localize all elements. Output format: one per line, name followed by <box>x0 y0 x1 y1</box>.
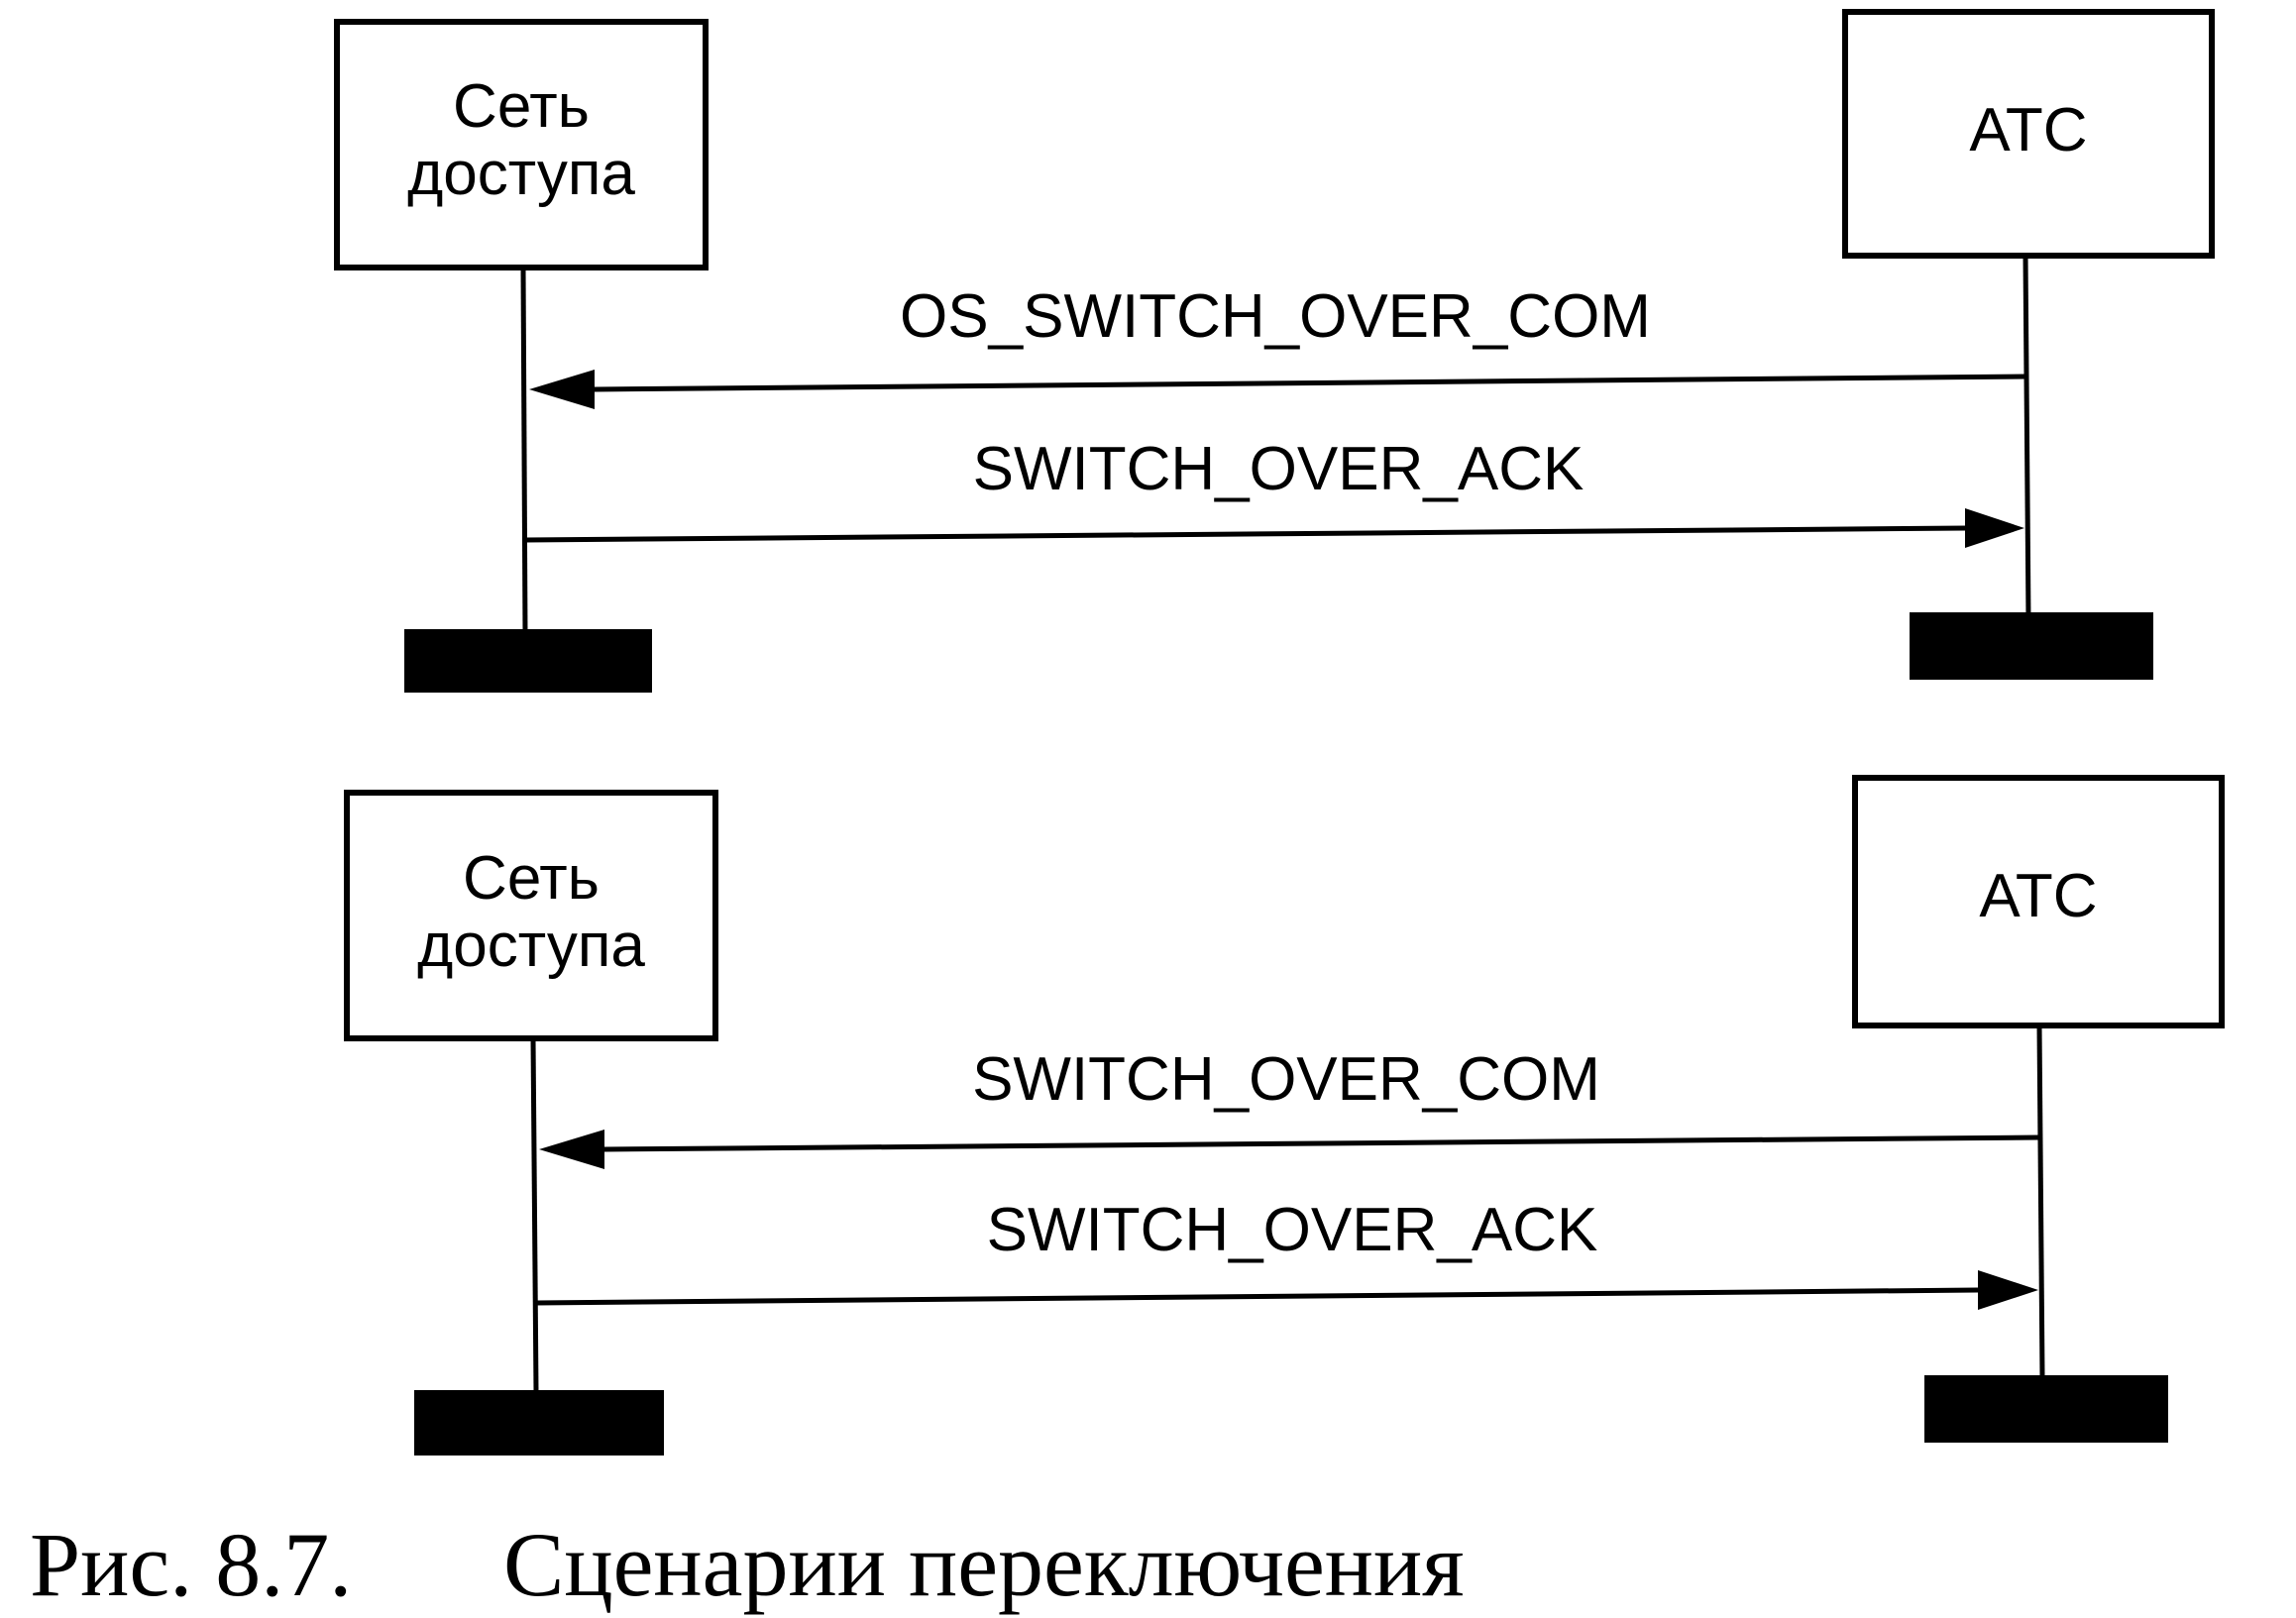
entity-atc-2: АТС <box>1852 775 2225 1028</box>
arrowhead-right <box>1965 508 2024 548</box>
lifeline-end-right <box>1910 612 2153 680</box>
sequence-diagram-2: Сеть доступа АТС SWITCH_OVER_COM SWITCH_… <box>344 775 2225 1456</box>
lifeline-end-left <box>414 1390 664 1456</box>
message-arrow-line <box>524 525 1968 543</box>
figure-number: Рис. 8.7. <box>30 1514 352 1615</box>
message-arrow-line <box>603 1134 2040 1152</box>
entity-box <box>344 790 718 1041</box>
message-label: OS_SWITCH_OVER_COM <box>900 282 1651 351</box>
arrowhead-left <box>529 370 595 409</box>
entity-box <box>1852 775 2225 1028</box>
entity-atc-1: АТС <box>1842 9 2215 259</box>
arrowhead-right <box>1978 1270 2038 1310</box>
message-label: SWITCH_OVER_ACK <box>973 435 1585 503</box>
entity-label-line2: доступа <box>407 140 635 208</box>
entity-label-line2: доступа <box>417 912 645 980</box>
figure-caption: Рис. 8.7. Сценарии переключения <box>30 1514 1465 1615</box>
entity-label: АТС <box>1979 862 2097 930</box>
message-arrow-line <box>535 1287 1979 1306</box>
figure-title: Сценарии переключения <box>503 1514 1465 1615</box>
message-label: SWITCH_OVER_COM <box>972 1045 1600 1114</box>
message-label: SWITCH_OVER_ACK <box>987 1196 1598 1264</box>
lifeline-end-right <box>1924 1375 2168 1443</box>
message-switch-over-ack-2: SWITCH_OVER_ACK <box>535 1196 2038 1310</box>
entity-box <box>1842 9 2215 259</box>
arrowhead-left <box>539 1130 604 1169</box>
entity-access-network-2: Сеть доступа <box>344 790 718 1041</box>
lifeline-end-left <box>404 629 652 693</box>
lifeline-left <box>530 1037 539 1393</box>
lifeline-right <box>2036 1025 2045 1378</box>
message-switch-over-ack: SWITCH_OVER_ACK <box>524 435 2024 548</box>
message-switch-over-com: SWITCH_OVER_COM <box>539 1045 2040 1169</box>
message-arrow-line <box>594 374 2026 392</box>
entity-label-line1: Сеть <box>453 72 590 141</box>
entity-box <box>334 19 709 270</box>
entity-label: АТС <box>1969 96 2087 164</box>
entity-label-line1: Сеть <box>463 844 600 913</box>
lifeline-right <box>2023 255 2031 620</box>
lifeline-left <box>520 267 528 635</box>
entity-access-network-1: Сеть доступа <box>334 19 709 270</box>
message-os-switch-over-com: OS_SWITCH_OVER_COM <box>529 282 2026 409</box>
sequence-diagram-1: Сеть доступа АТС OS_SWITCH_OVER_COM SWIT… <box>334 9 2215 693</box>
